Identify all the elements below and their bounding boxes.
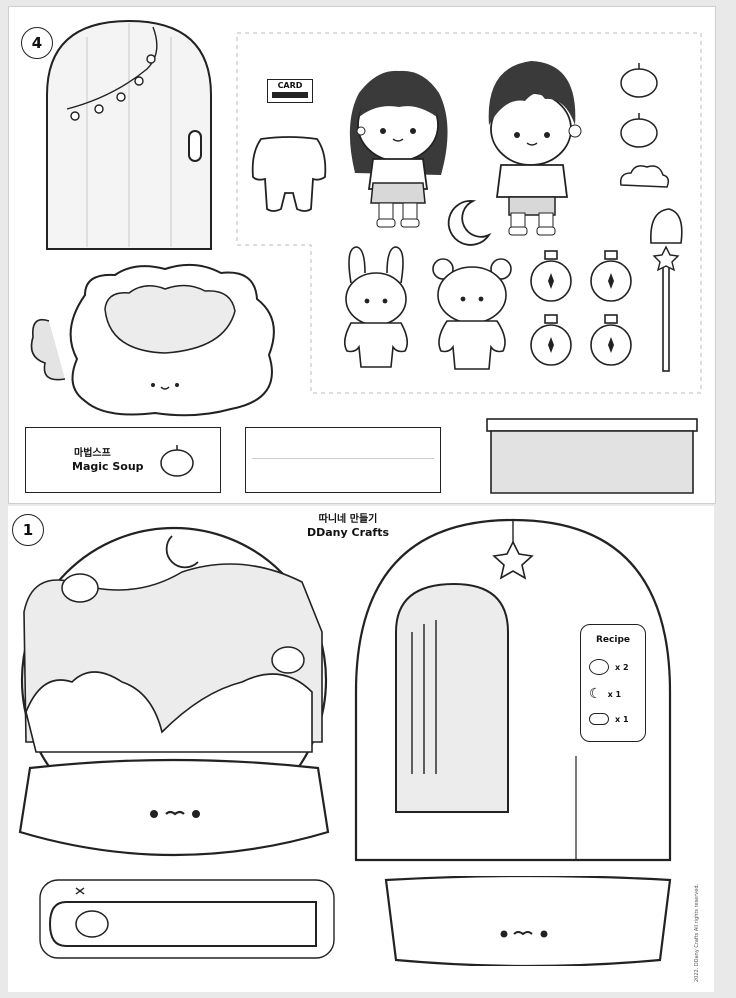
magic-soup-sign: 마법스프 Magic Soup (25, 427, 221, 493)
recipe-row-1: x 2 (589, 659, 629, 675)
magic-wand (650, 208, 683, 372)
pumpkin-icon (160, 445, 194, 477)
potion-bottles (530, 250, 632, 366)
recipe-row-2: ☾ x 1 (589, 686, 622, 702)
moon-sticker (447, 200, 492, 246)
card-label: CARD (277, 81, 303, 90)
pumpkin-stickers (619, 63, 670, 188)
craft-sheet-page-4: 4 CARD (8, 6, 716, 504)
card-piece: CARD (267, 79, 313, 103)
brand-korean: 따니네 만들기 (318, 514, 378, 525)
recipe-title: Recipe (595, 635, 630, 645)
globe-base-band-right (384, 876, 672, 966)
cape-piece (251, 136, 327, 212)
dashed-cut-area (236, 32, 702, 394)
sign-korean-text: 마법스프 (74, 448, 111, 459)
craft-sheet-page-1: 1 따니네 만들기 DDany Crafts Recipe x 2 ☾ x 1 (8, 506, 714, 992)
brand-english: DDany Crafts (306, 526, 390, 539)
sign-english-text: Magic Soup (72, 460, 144, 473)
pumpkin-icon (589, 659, 609, 675)
counter-shelf (486, 418, 698, 494)
copyright-strip: 2022. DDany Crafts All rights reserved. (684, 792, 700, 982)
bunny-character (343, 246, 409, 368)
recipe-row-3: x 1 (589, 713, 629, 725)
girl-character (349, 70, 448, 228)
door-piece (46, 19, 212, 250)
boy-character (488, 61, 582, 236)
snow-globe-right (354, 518, 672, 862)
bear-character (432, 258, 512, 370)
step-badge-1: 1 (12, 514, 44, 546)
moon-icon: ☾ (589, 686, 602, 702)
globe-base-band-left (39, 879, 335, 959)
step-badge-4: 4 (21, 27, 53, 59)
blank-label-piece (245, 427, 441, 493)
copyright-text: 2022. DDany Crafts All rights reserved. (694, 883, 700, 982)
cloud-icon (589, 713, 609, 725)
magic-soup-cauldron (30, 263, 275, 417)
recipe-card: Recipe x 2 ☾ x 1 x 1 (580, 624, 646, 742)
snow-globe-left (18, 526, 330, 857)
